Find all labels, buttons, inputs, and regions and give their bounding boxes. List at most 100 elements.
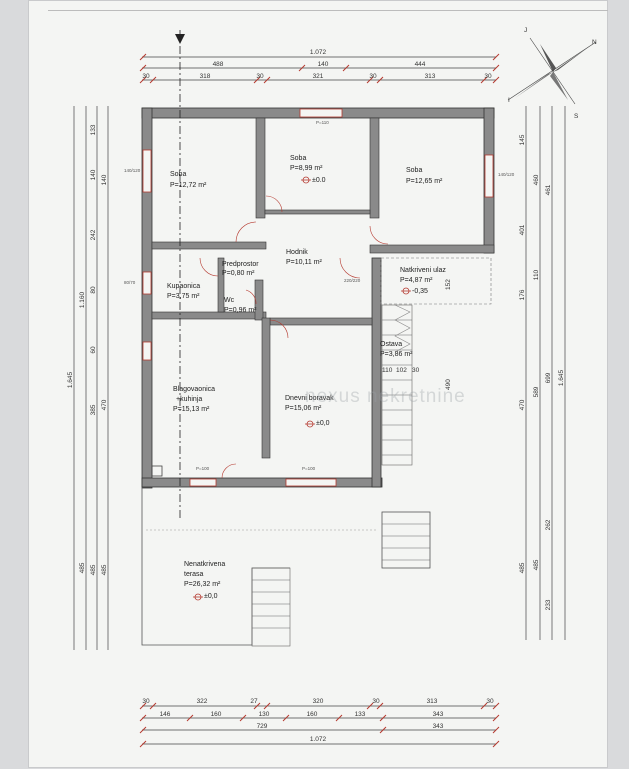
terrace-stairs	[251, 523, 430, 647]
section-arrow-icon	[175, 34, 185, 44]
stair-dim-102: 102	[396, 367, 407, 374]
room-name-predprostor: Predprostor	[222, 261, 259, 268]
room-name-soba-1: Soba	[170, 171, 186, 178]
dim-bottom-mid-2: 160	[211, 711, 222, 718]
room-name-soba-3: Soba	[406, 167, 422, 174]
dim-top-inner-5: 30	[369, 73, 377, 80]
stair-dim-490: 490	[445, 379, 452, 390]
room-name-terasa: Nenatkrivena	[184, 561, 225, 568]
dim-top-mid-3: 444	[415, 61, 426, 68]
room-name-hodnik: Hodnik	[286, 249, 308, 256]
bottom-dimension-lines	[142, 705, 496, 745]
opening-label-1: P=110	[316, 120, 329, 125]
dim-right-460: 460	[533, 174, 540, 185]
stair-dim-152: 152	[445, 279, 452, 290]
dim-bottom-row3-1: 729	[257, 723, 268, 730]
dim-top-mid-1: 488	[213, 61, 224, 68]
compass-label-i: I	[508, 97, 510, 104]
dim-left-inner-385: 385	[90, 404, 97, 415]
room-area-soba-1: P=12,72 m²	[170, 182, 207, 189]
opening-label-7: 220/220	[344, 278, 361, 283]
room-area-soba-3: P=12,65 m²	[406, 178, 443, 185]
room-area-ostava: P=3,86 m²	[380, 351, 413, 358]
dim-left-inner-485b: 485	[101, 564, 108, 575]
entrance-stairs	[381, 304, 413, 466]
room-name-wc: Wc	[224, 297, 235, 304]
dim-bottom-inner-7: 30	[486, 698, 494, 705]
dim-right-461: 461	[545, 184, 552, 195]
room-name-kupaonica: Kupaonica	[167, 283, 200, 290]
room-area-kupaonica: P=3,75 m²	[167, 293, 200, 300]
dim-top-inner-7: 30	[484, 73, 492, 80]
dim-left-mid-1: 1.160	[79, 291, 86, 308]
stair-dim-110: 110	[382, 367, 393, 374]
opening-label-3: 140/120	[498, 172, 515, 177]
room-level-terasa: ±0,0	[204, 593, 218, 600]
room-name-soba-2: Soba	[290, 155, 306, 162]
dim-left-inner-470: 470	[101, 399, 108, 410]
room-area-wc: P=0,96 m²	[224, 307, 257, 314]
room-area-dnevni-boravak: P=15,06 m²	[285, 405, 322, 412]
windows	[142, 108, 494, 487]
dim-right-110: 110	[533, 269, 540, 280]
room-area-terasa: P=26,32 m²	[184, 581, 221, 588]
dim-right-outer: 1.645	[558, 369, 565, 386]
dim-top-inner-6: 313	[425, 73, 436, 80]
level-markers	[193, 176, 411, 601]
dim-right-470: 470	[519, 399, 526, 410]
opening-label-4: 80/70	[124, 280, 136, 285]
room-level-dnevni-boravak: ±0,0	[316, 420, 330, 427]
dim-right-485: 485	[519, 562, 526, 573]
dim-right-589: 589	[533, 386, 540, 397]
dim-bottom-inner-6: 313	[427, 698, 438, 705]
room-name-dnevni-boravak: Dnevni boravak	[285, 395, 334, 402]
dim-left-outer: 1.645	[67, 371, 74, 388]
dim-right-401: 401	[519, 224, 526, 235]
dim-left-inner-140b: 140	[101, 174, 108, 185]
top-dimension-ticks	[139, 53, 500, 84]
room-level-natkriveni-ulaz: -0,35	[412, 288, 428, 295]
dim-bottom-mid-1: 146	[160, 711, 171, 718]
compass-label-j: J	[524, 27, 527, 34]
dim-bottom-inner-1: 30	[142, 698, 150, 705]
dim-bottom-row3-2: 343	[433, 723, 444, 730]
dim-bottom-total: 1.072	[310, 736, 327, 743]
compass-rose	[507, 37, 597, 105]
dim-top-inner-3: 30	[256, 73, 264, 80]
dim-left-inner-60: 60	[90, 346, 97, 354]
dim-bottom-inner-4: 320	[313, 698, 324, 705]
dim-left-inner-80: 80	[90, 286, 97, 294]
room-area-soba-2: P=8,99 m²	[290, 165, 323, 172]
sheet-border	[48, 10, 608, 769]
dim-bottom-mid-3: 130	[259, 711, 270, 718]
room-area-blagovaonica: P=15,13 m²	[173, 406, 210, 413]
top-dimension-lines	[142, 56, 496, 81]
dim-left-mid-2: 485	[79, 562, 86, 573]
dim-right-699: 699	[545, 372, 552, 383]
dim-left-inner-485: 485	[90, 564, 97, 575]
dim-top-mid-2: 140	[318, 61, 329, 68]
room-name-blagovaonica-2: +kuhinja	[176, 396, 202, 403]
dim-top-inner-4: 321	[313, 73, 324, 80]
dim-right-262: 262	[545, 519, 552, 530]
dim-left-inner-242: 242	[90, 229, 97, 240]
dim-bottom-inner-2: 322	[197, 698, 208, 705]
dim-right-176: 176	[519, 289, 526, 300]
opening-label-5: P=100	[196, 466, 210, 471]
dim-left-inner-133: 133	[90, 124, 97, 135]
dim-bottom-mid-4: 160	[307, 711, 318, 718]
dim-right-485b: 485	[533, 559, 540, 570]
dim-top-total: 1.072	[310, 49, 327, 56]
left-dimension-lines	[73, 106, 109, 650]
dim-left-inner-140: 140	[90, 169, 97, 180]
room-name-blagovaonica: Blagovaonica	[173, 386, 215, 393]
room-level-soba-2: ±0.0	[312, 177, 326, 184]
right-dimension-lines	[525, 106, 566, 640]
doors	[199, 195, 389, 479]
dim-bottom-inner-3: 27	[250, 698, 258, 705]
opening-label-2: 140/120	[124, 168, 141, 173]
bottom-dimension-ticks	[139, 702, 500, 748]
room-area-hodnik: P=10,11 m²	[286, 259, 323, 266]
room-area-predprostor: P=0,80 m²	[222, 270, 255, 277]
